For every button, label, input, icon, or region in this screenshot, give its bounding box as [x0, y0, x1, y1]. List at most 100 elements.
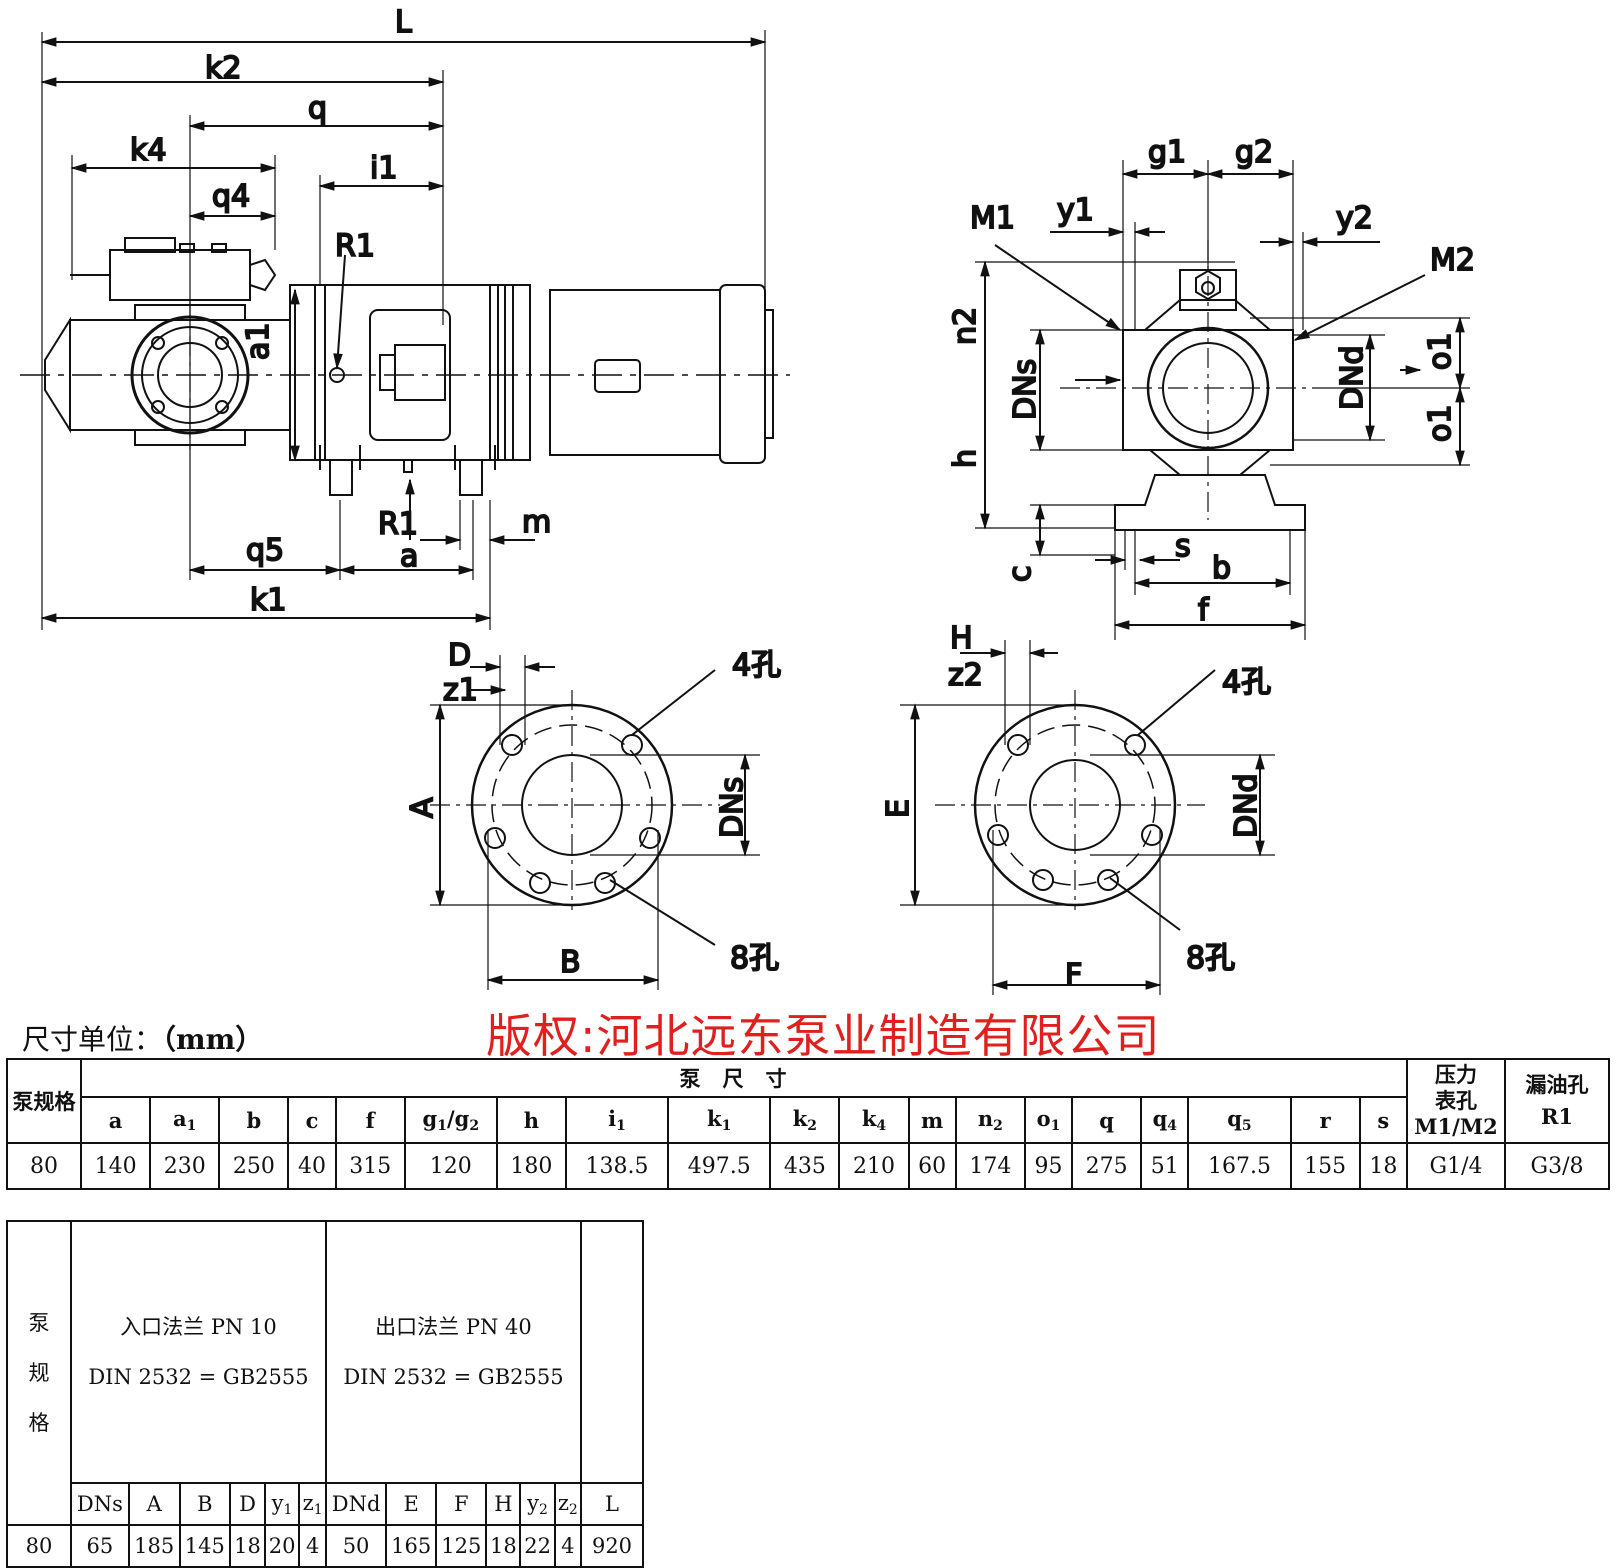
dim-label-g1: g1 [1148, 135, 1186, 170]
column-header-m: m [907, 1096, 957, 1144]
dim-label-n2: n2 [948, 307, 983, 345]
dim-label-i1: i1 [370, 151, 397, 186]
value-cell-y1: 20 [263, 1524, 301, 1568]
value-cell-DNs: 65 [70, 1524, 130, 1568]
pressure-port-header: 压力 表孔 M1/M2 [1406, 1058, 1506, 1144]
spec-header: 泵规格 [6, 1058, 82, 1144]
column-header-k1: k1 [667, 1096, 772, 1144]
holes-8-outlet-label: 8孔 [1186, 941, 1235, 976]
value-cell-h: 180 [495, 1142, 567, 1190]
unit-label: 尺寸单位： [22, 1023, 163, 1056]
leak-port-header: 漏油孔 R1 [1504, 1058, 1610, 1144]
column-header-r: r [1289, 1096, 1361, 1144]
dim-label-d: D [448, 638, 471, 673]
value-cell-q4: 51 [1140, 1142, 1190, 1190]
dim-label-k1: k1 [250, 583, 286, 618]
dim-label-g2: g2 [1235, 135, 1273, 170]
dim-label-z1: z1 [443, 673, 478, 708]
blank-header [580, 1220, 644, 1484]
column-label: L [605, 1492, 619, 1516]
column-label: o1 [1036, 1106, 1061, 1134]
value-cell-n2: 174 [954, 1142, 1026, 1190]
value-cell-E: 165 [385, 1524, 438, 1568]
dim-label-z2: z2 [948, 658, 983, 693]
column-header-q: q [1071, 1096, 1143, 1144]
column-header-c: c [287, 1096, 337, 1144]
column-label: D [239, 1492, 256, 1516]
column-header-g1-g2: g1/g2 [403, 1096, 498, 1144]
column-label: B [197, 1492, 213, 1516]
dim-label-a1: a1 [241, 323, 276, 360]
column-header-k4: k4 [838, 1096, 910, 1144]
dim-label-dnd-flange: DNd [1229, 773, 1264, 838]
dim-label-e-flange: E [881, 799, 916, 818]
dim-label-m1: M1 [970, 201, 1015, 236]
value-cell-o1: 95 [1023, 1142, 1074, 1190]
dim-label-k2: k2 [205, 51, 241, 86]
dim-label-m: m [522, 505, 551, 540]
column-header-E: E [385, 1482, 438, 1526]
column-header-s: s [1358, 1096, 1409, 1144]
column-label: DNd [331, 1492, 381, 1516]
holes-4-outlet-label: 4孔 [1222, 665, 1271, 700]
value-cell-k1: 497.5 [667, 1142, 772, 1190]
holes-4-inlet-label: 4孔 [732, 648, 781, 683]
column-header-i1: i1 [564, 1096, 670, 1144]
column-label: a1 [173, 1106, 197, 1134]
column-header-L: L [580, 1482, 644, 1526]
dim-label-h: h [948, 449, 983, 468]
column-label: y2 [527, 1490, 548, 1518]
column-label: f [365, 1107, 375, 1133]
column-label: k4 [861, 1106, 887, 1134]
spec-header-vertical: 泵 规 格 [6, 1220, 72, 1526]
pump-dimension-drawing: L k2 q k4 q4 i1 R1 a1 R1 m q5 a k1 [20, 4, 1476, 995]
dim-label-f-flange: F [1065, 958, 1082, 993]
dim-label-a: a [400, 539, 418, 574]
column-header-B: B [178, 1482, 232, 1526]
column-label: k2 [792, 1106, 818, 1134]
dim-label-c: c [1003, 566, 1038, 583]
column-header-q5: q5 [1187, 1096, 1292, 1144]
column-label: g1/g2 [422, 1106, 480, 1134]
column-label: a [108, 1107, 123, 1133]
value-cell-a1: 230 [149, 1142, 221, 1190]
column-label: q [1099, 1107, 1114, 1133]
column-label: H [494, 1492, 513, 1516]
column-header-o1: o1 [1023, 1096, 1074, 1144]
column-label: F [453, 1492, 469, 1516]
dim-label-dns-flange: DNs [715, 777, 750, 838]
side-view: g1 g2 M1 y1 y2 M2 n2 DNs DNd o1 o1 h s b… [947, 134, 1476, 640]
holes-8-inlet-label: 8孔 [730, 941, 779, 976]
value-cell-c: 40 [287, 1142, 337, 1190]
outlet-flange-view: H z2 4孔 E DNd 8孔 F [880, 620, 1275, 995]
dim-label-o1-bottom: o1 [1423, 405, 1458, 442]
column-header-y2: y2 [519, 1482, 556, 1526]
flange-dimension-table: 泵 规 格 入口法兰 PN 10 DIN 2532 = GB2555 出口法兰 … [6, 1220, 644, 1568]
value-cell-A: 185 [127, 1524, 181, 1568]
dim-label-q5: q5 [246, 533, 284, 568]
value-cell-D: 18 [229, 1524, 266, 1568]
unit-caption: 尺寸单位：（mm） [22, 1018, 263, 1058]
dim-label-b-flange: B [560, 945, 581, 980]
value-cell-L: 920 [580, 1524, 644, 1568]
column-label: b [246, 1107, 262, 1133]
dim-label-L: L [395, 5, 412, 40]
value-cell-F: 125 [435, 1524, 488, 1568]
column-label: q4 [1152, 1106, 1178, 1134]
dim-label-h-flange: H [950, 621, 973, 656]
column-header-y1: y1 [263, 1482, 301, 1526]
column-header-z1: z1 [298, 1482, 327, 1526]
dim-label-dns-side: DNs [1008, 359, 1043, 420]
dim-label-b: b [1212, 551, 1231, 586]
column-label: m [921, 1107, 944, 1133]
inlet-flange-header: 入口法兰 PN 10 DIN 2532 = GB2555 [70, 1220, 327, 1484]
spec-cell: 80 [6, 1142, 82, 1190]
value-cell-b: 250 [218, 1142, 290, 1190]
column-label: h [523, 1107, 540, 1133]
dim-label-f: f [1198, 593, 1210, 628]
dim-label-q4: q4 [212, 179, 250, 214]
column-header-a1: a1 [149, 1096, 221, 1144]
